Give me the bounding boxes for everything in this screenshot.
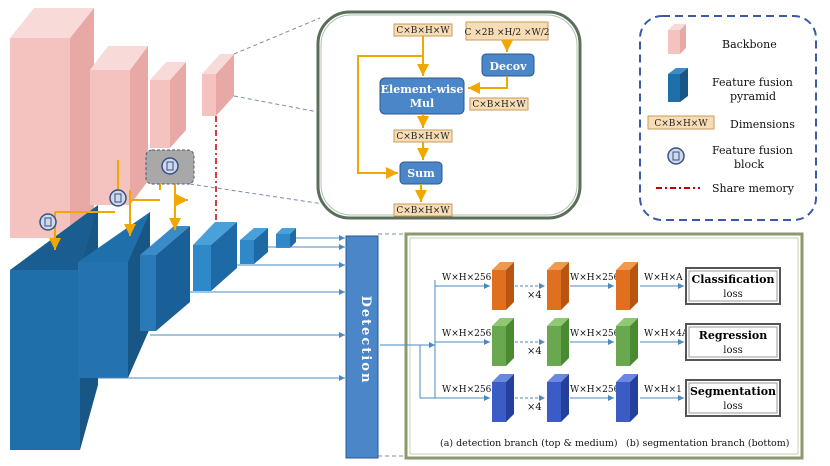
pyramid-to-detection-arrows (98, 235, 345, 381)
legend-block-label-2: block (734, 158, 764, 171)
backbone-slab-4 (202, 54, 234, 116)
head-conv-block-3 (616, 318, 638, 366)
svg-text:C×B×H×W: C×B×H×W (654, 119, 708, 129)
legend-block-label-1: Feature fusion (712, 144, 793, 157)
inset-dim-after-mul: C×B×H×W (393, 129, 453, 143)
pyramid-level-5 (240, 228, 268, 264)
pyramid-level-1 (10, 205, 98, 450)
svg-text:C×B×H×W: C×B×H×W (396, 206, 450, 216)
pyramid-level-3 (140, 226, 190, 331)
head-input-dim: W×H×256 (442, 273, 492, 283)
loss-box-row1: Classification loss (685, 267, 781, 305)
fusion-block-highlight (145, 149, 195, 185)
legend-backbone-icon (668, 24, 686, 54)
head-feed-lines (380, 280, 436, 399)
legend-dimensions-label: Dimensions (730, 118, 795, 131)
svg-text:C×B×H×W: C×B×H×W (396, 132, 450, 142)
loss-sublabel: loss (723, 289, 742, 300)
head-out-dim: W×H×4A (644, 329, 689, 339)
inset-arrows (357, 36, 513, 202)
inset-dim-bottom: C×B×H×W (393, 203, 453, 217)
loss-box-row2: Regression loss (685, 323, 781, 361)
legend-pyramid-label-1: Feature fusion (712, 76, 793, 89)
svg-text:Element-wise: Element-wise (381, 83, 464, 96)
head-repeat-count: ×4 (527, 290, 542, 301)
loss-label: Segmentation (690, 385, 776, 398)
svg-text:Decov: Decov (490, 60, 528, 73)
head-conv-block-2 (547, 318, 569, 366)
loss-sublabel: loss (723, 345, 742, 356)
svg-text:Mul: Mul (410, 97, 434, 110)
legend-pyramid-label-2: pyramid (730, 90, 776, 103)
fusion-block-icon-2 (109, 189, 127, 207)
head-out-dim: W×H×A (644, 273, 683, 283)
head-mid-dim: W×H×256 (570, 385, 620, 395)
inset-dim-after-decov: C×B×H×W (469, 97, 529, 111)
detection-bar: Detection (345, 235, 379, 459)
legend-box (639, 15, 817, 221)
fusion-block-icon-3 (39, 213, 57, 231)
loss-label: Classification (691, 273, 774, 286)
caption-b: (b) segmentation branch (bottom) (626, 438, 789, 449)
legend-backbone-label: Backbone (722, 38, 777, 51)
decov-block: Decov (481, 53, 535, 77)
legend-block-icon (667, 147, 685, 165)
loss-sublabel: loss (723, 401, 742, 412)
head-conv-block-1 (492, 318, 514, 366)
svg-text:C×B×H×W: C×B×H×W (472, 100, 526, 110)
backbone-slab-2 (90, 46, 148, 205)
backbone-slab-1 (10, 8, 94, 238)
loss-label: Regression (699, 329, 768, 342)
legend-dimensions-icon: C×B×H×W (647, 115, 715, 130)
head-mid-dim: W×H×256 (570, 273, 620, 283)
caption-a: (a) detection branch (top & medium) (440, 438, 618, 449)
head-repeat-count: ×4 (527, 346, 542, 357)
head-conv-block-3 (616, 262, 638, 310)
head-conv-block-2 (547, 262, 569, 310)
head-input-dim: W×H×256 (442, 329, 492, 339)
head-out-dim: W×H×1 (644, 385, 682, 395)
head-mid-dim: W×H×256 (570, 329, 620, 339)
sum-block: Sum (399, 161, 443, 185)
svg-text:Detection: Detection (358, 296, 373, 385)
legend-pyramid-icon (668, 68, 688, 102)
loss-box-row3: Segmentation loss (685, 379, 781, 417)
head-conv-block-3 (616, 374, 638, 422)
head-conv-block-1 (492, 262, 514, 310)
svg-text:Sum: Sum (407, 167, 435, 180)
backbone-slab-3 (150, 62, 186, 148)
svg-text:C ×2B ×H/2 ×W/2: C ×2B ×H/2 ×W/2 (464, 28, 549, 38)
pyramid-level-4 (193, 222, 237, 291)
head-repeat-count: ×4 (527, 402, 542, 413)
legend-share-label: Share memory (712, 182, 795, 195)
element-wise-mul-block: Element-wise Mul (379, 77, 465, 115)
pyramid-level-6 (276, 228, 296, 248)
head-conv-block-2 (547, 374, 569, 422)
svg-text:C×B×H×W: C×B×H×W (396, 26, 450, 36)
head-conv-block-1 (492, 374, 514, 422)
inset-dim-up: C ×2B ×H/2 ×W/2 (464, 21, 550, 41)
head-input-dim: W×H×256 (442, 385, 492, 395)
inset-dim-top: C×B×H×W (393, 23, 453, 37)
